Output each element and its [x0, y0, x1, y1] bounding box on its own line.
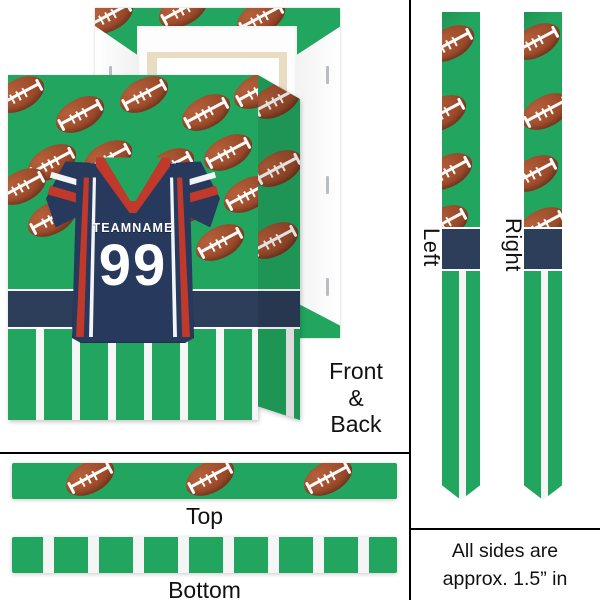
right-side-stripe-zone — [524, 270, 562, 500]
stripe-line — [358, 537, 369, 573]
hinge-icon — [326, 66, 329, 84]
jersey-number: 99 — [98, 233, 168, 299]
left-side-navy-band — [442, 226, 480, 271]
front-canvas-depth-side — [258, 75, 300, 420]
football-icon — [442, 197, 475, 227]
depth-navy-band — [258, 288, 300, 329]
canvas-flap-right — [295, 26, 340, 326]
front-stripe-zone — [8, 328, 258, 420]
hinge-icon — [326, 176, 329, 194]
depth-note-text: All sides are approx. 1.5” in — [443, 538, 568, 593]
football-icon — [524, 147, 562, 200]
football-icon — [113, 75, 175, 121]
depth-note-line-2: approx. 1.5” in — [442, 567, 568, 590]
stripe-line — [313, 537, 324, 573]
football-icon — [227, 75, 258, 117]
top-side-strip — [12, 463, 397, 499]
football-icon — [179, 463, 241, 499]
caption-line-back: Back — [330, 411, 382, 438]
left-side-stripe-zone — [442, 270, 480, 500]
front-canvas-illustration: TEAMNAME 99 — [8, 75, 300, 420]
stripe-line — [459, 270, 466, 500]
right-side-navy-band — [524, 226, 562, 271]
jersey-icon: TEAMNAME 99 — [46, 147, 220, 344]
depth-football-zone — [258, 75, 300, 289]
depth-note-line-1: All sides are — [451, 540, 559, 562]
stripe-line — [268, 537, 279, 573]
football-icon — [49, 88, 111, 141]
left-side-strip — [442, 12, 480, 500]
left-right-sides-panel: Left Right — [410, 0, 600, 528]
stripe-line — [88, 537, 99, 573]
stripe-line — [541, 270, 548, 500]
caption-bottom: Bottom — [168, 577, 241, 600]
front-canvas-face: TEAMNAME 99 — [8, 75, 258, 420]
jersey-team-name: TEAMNAME — [92, 221, 174, 236]
right-side-football-zone — [524, 12, 562, 227]
front-and-back-panel: TEAMNAME 99 Front & Back — [0, 0, 409, 452]
jersey-white-racing-stripe-left — [89, 177, 96, 338]
right-side-corner-fold — [524, 12, 562, 34]
football-icon — [297, 463, 359, 499]
football-icon — [8, 75, 51, 121]
divider-horizontal-main — [0, 452, 411, 454]
bottom-side-strip — [12, 537, 397, 573]
right-side-strip — [524, 12, 562, 500]
caption-line-front: Front — [329, 358, 383, 384]
stripe-line — [133, 537, 144, 573]
football-icon — [524, 199, 562, 227]
left-side-football-zone — [442, 12, 480, 227]
hinge-icon — [326, 278, 329, 296]
football-icon — [59, 463, 121, 499]
left-side-corner-fold — [442, 12, 480, 34]
caption-top: Top — [185, 503, 224, 529]
caption-line-ampersand: & — [348, 384, 364, 411]
depth-note-panel: All sides are approx. 1.5” in — [410, 529, 600, 600]
football-icon — [258, 75, 300, 127]
label-left-side: Left — [419, 228, 444, 267]
stripe-line — [223, 537, 234, 573]
football-icon — [258, 214, 300, 267]
football-icon — [442, 145, 479, 198]
divider-vertical-main — [409, 0, 411, 600]
divider-horizontal-note — [409, 528, 600, 530]
football-icon — [524, 85, 562, 138]
stripe-line — [43, 537, 54, 573]
top-bottom-panel: Top Bottom — [0, 453, 409, 600]
football-icon — [258, 142, 300, 195]
football-icon — [442, 87, 473, 140]
stripe-line — [178, 537, 189, 573]
football-icon — [175, 86, 237, 139]
label-right-side: Right — [501, 218, 526, 272]
caption-front-and-back: Front & Back — [306, 358, 406, 438]
jersey-white-racing-stripe-right — [170, 177, 177, 338]
depth-stripe-zone — [258, 328, 300, 420]
football-icon — [217, 168, 258, 221]
